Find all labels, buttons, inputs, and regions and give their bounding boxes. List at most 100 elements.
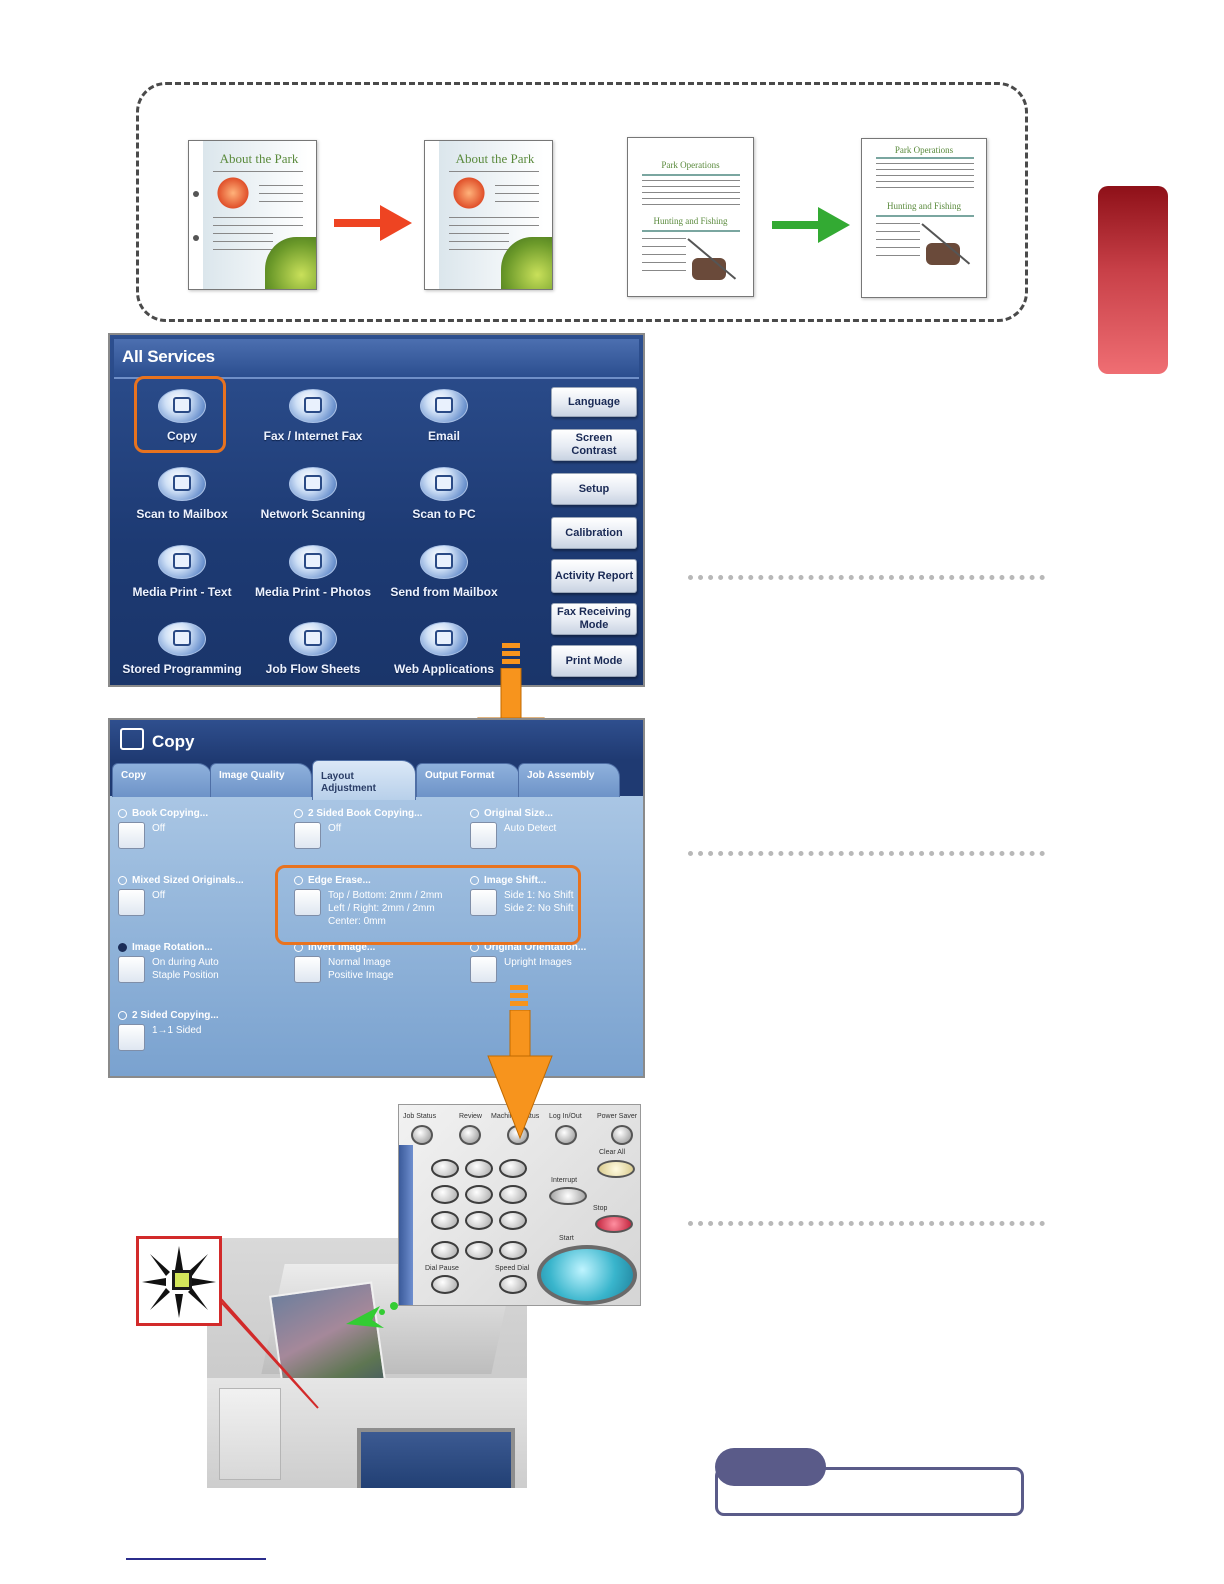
doc-title: Park Operations <box>894 145 954 155</box>
doc-title: About the Park <box>219 151 299 166</box>
option-invert-image[interactable]: Invert Image... Normal Image Positive Im… <box>294 942 464 983</box>
service-network-scanning[interactable]: Network Scanning <box>248 467 378 521</box>
print-mode-button[interactable]: Print Mode <box>551 645 637 677</box>
service-send-from-mailbox[interactable]: Send from Mailbox <box>379 545 509 599</box>
book-copying-button[interactable] <box>118 822 145 849</box>
key-2[interactable] <box>465 1159 493 1178</box>
key-hash[interactable] <box>499 1241 527 1260</box>
leaf-icon <box>501 237 552 289</box>
tab-layout-adjustment[interactable]: Layout Adjustment <box>312 760 416 800</box>
2-sided-book-copying-button[interactable] <box>294 822 321 849</box>
tab-output-format[interactable]: Output Format <box>416 763 520 797</box>
service-web-applications[interactable]: Web Applications <box>379 622 509 676</box>
option-original-orientation[interactable]: Original Orientation... Upright Images <box>470 942 640 983</box>
media-print-text-icon <box>158 545 206 579</box>
tab-copy[interactable]: Copy <box>112 763 212 797</box>
key-8[interactable] <box>465 1211 493 1230</box>
email-icon <box>420 389 468 423</box>
job-status-button[interactable] <box>411 1125 433 1145</box>
interrupt-button[interactable] <box>549 1187 587 1205</box>
fax-receiving-mode-button[interactable]: Fax Receiving Mode <box>551 603 637 635</box>
invert-image-button[interactable] <box>294 956 321 983</box>
divider <box>688 1221 1045 1226</box>
shifted-document: Park Operations Hunting and Fishing <box>861 138 987 298</box>
sparkle-icon <box>142 1246 216 1318</box>
copy-icon <box>158 389 206 423</box>
original-document-with-holes: About the Park <box>188 140 317 290</box>
edge-erase-button[interactable] <box>294 889 321 916</box>
key-0[interactable] <box>465 1241 493 1260</box>
activity-report-button[interactable]: Activity Report <box>551 559 637 593</box>
service-stored-programming[interactable]: Stored Programming <box>117 622 247 676</box>
title-bar <box>114 339 639 379</box>
service-scan-to-mailbox[interactable]: Scan to Mailbox <box>117 467 247 521</box>
setup-button[interactable]: Setup <box>551 473 637 505</box>
option-mixed-sized-originals[interactable]: Mixed Sized Originals... Off <box>118 875 288 916</box>
key-5[interactable] <box>465 1185 493 1204</box>
network-scanning-icon <box>289 467 337 501</box>
copy-screen: Copy Copy Image Quality Layout Adjustmen… <box>108 718 645 1078</box>
option-image-shift[interactable]: Image Shift... Side 1: No Shift Side 2: … <box>470 875 640 916</box>
review-button[interactable] <box>459 1125 481 1145</box>
basket-icon <box>692 258 726 280</box>
service-fax[interactable]: Fax / Internet Fax <box>248 389 378 443</box>
language-button[interactable]: Language <box>551 387 637 417</box>
screen-title: All Services <box>122 347 215 366</box>
service-copy[interactable]: Copy <box>117 389 247 443</box>
option-edge-erase[interactable]: Edge Erase... Top / Bottom: 2mm / 2mm Le… <box>294 875 464 927</box>
note-label <box>715 1448 826 1486</box>
power-saver-button[interactable] <box>611 1125 633 1145</box>
footer-rule <box>126 1558 266 1560</box>
original-document-top-margin: Park Operations Hunting and Fishing <box>627 137 754 297</box>
doc-subtitle: Hunting and Fishing <box>653 216 728 226</box>
image-rotation-button[interactable] <box>118 956 145 983</box>
start-button[interactable] <box>537 1245 637 1305</box>
screen-contrast-button[interactable]: Screen Contrast <box>551 429 637 461</box>
key-1[interactable] <box>431 1159 459 1178</box>
note-box <box>715 1467 1024 1516</box>
original-size-button[interactable] <box>470 822 497 849</box>
edge-erase-image-shift-highlight <box>275 865 581 945</box>
arrow-tick <box>510 1001 528 1006</box>
service-media-print-text[interactable]: Media Print - Text <box>117 545 247 599</box>
option-original-size[interactable]: Original Size... Auto Detect <box>470 808 640 849</box>
2-sided-copying-button[interactable] <box>118 1024 145 1051</box>
machine-display <box>357 1428 515 1488</box>
web-applications-icon <box>420 622 468 656</box>
service-scan-to-pc[interactable]: Scan to PC <box>379 467 509 521</box>
key-3[interactable] <box>499 1159 527 1178</box>
service-job-flow-sheets[interactable]: Job Flow Sheets <box>248 622 378 676</box>
mixed-sized-originals-button[interactable] <box>118 889 145 916</box>
key-star[interactable] <box>431 1241 459 1260</box>
speed-dial-button[interactable] <box>499 1275 527 1294</box>
doc-subtitle: Hunting and Fishing <box>886 201 961 211</box>
stored-programming-icon <box>158 622 206 656</box>
dial-pause-button[interactable] <box>431 1275 459 1294</box>
scan-to-mailbox-icon <box>158 467 206 501</box>
control-panel: Job Status Review Machine Status Log In/… <box>398 1104 641 1306</box>
option-2-sided-book-copying[interactable]: 2 Sided Book Copying... Off <box>294 808 464 849</box>
key-9[interactable] <box>499 1211 527 1230</box>
calibration-button[interactable]: Calibration <box>551 517 637 549</box>
green-pointer-icon <box>346 1302 398 1328</box>
option-book-copying[interactable]: Book Copying... Off <box>118 808 288 849</box>
media-print-photos-icon <box>289 545 337 579</box>
tab-job-assembly[interactable]: Job Assembly <box>518 763 620 797</box>
service-email[interactable]: Email <box>379 389 509 443</box>
job-flow-sheets-icon <box>289 622 337 656</box>
doc-title: About the Park <box>455 151 535 166</box>
key-7[interactable] <box>431 1211 459 1230</box>
red-arrow-icon <box>334 205 412 241</box>
key-6[interactable] <box>499 1185 527 1204</box>
clear-all-button[interactable] <box>597 1160 635 1178</box>
original-orientation-button[interactable] <box>470 956 497 983</box>
service-media-print-photos[interactable]: Media Print - Photos <box>248 545 378 599</box>
option-2-sided-copying[interactable]: 2 Sided Copying... 1→1 Sided <box>118 1010 288 1051</box>
tab-image-quality[interactable]: Image Quality <box>210 763 312 797</box>
stop-button[interactable] <box>595 1215 633 1233</box>
image-shift-button[interactable] <box>470 889 497 916</box>
key-4[interactable] <box>431 1185 459 1204</box>
example-frame <box>136 82 1028 322</box>
option-image-rotation[interactable]: Image Rotation... On during Auto Staple … <box>118 942 288 983</box>
log-in-out-button[interactable] <box>555 1125 577 1145</box>
